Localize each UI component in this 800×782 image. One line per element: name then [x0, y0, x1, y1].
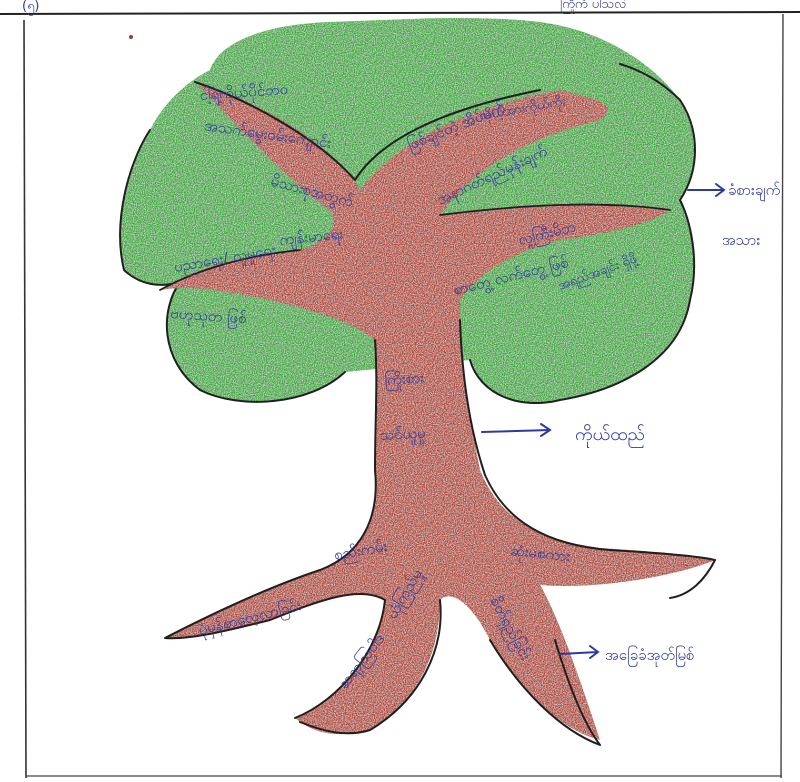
header-text-left: (၅): [22, 0, 39, 16]
paper-dot: [129, 35, 133, 39]
roots-side-label: အခြေခံအုတ်မြစ်: [605, 645, 695, 667]
canopy-side-label-1: ခံစားချက်: [728, 181, 780, 202]
canopy-side-label-2: အသား: [722, 231, 760, 249]
header-text-right: ကြိုက် ပါသလဲ: [560, 0, 626, 14]
trunk-side-label: ကိုယ်ထည်: [575, 424, 645, 448]
